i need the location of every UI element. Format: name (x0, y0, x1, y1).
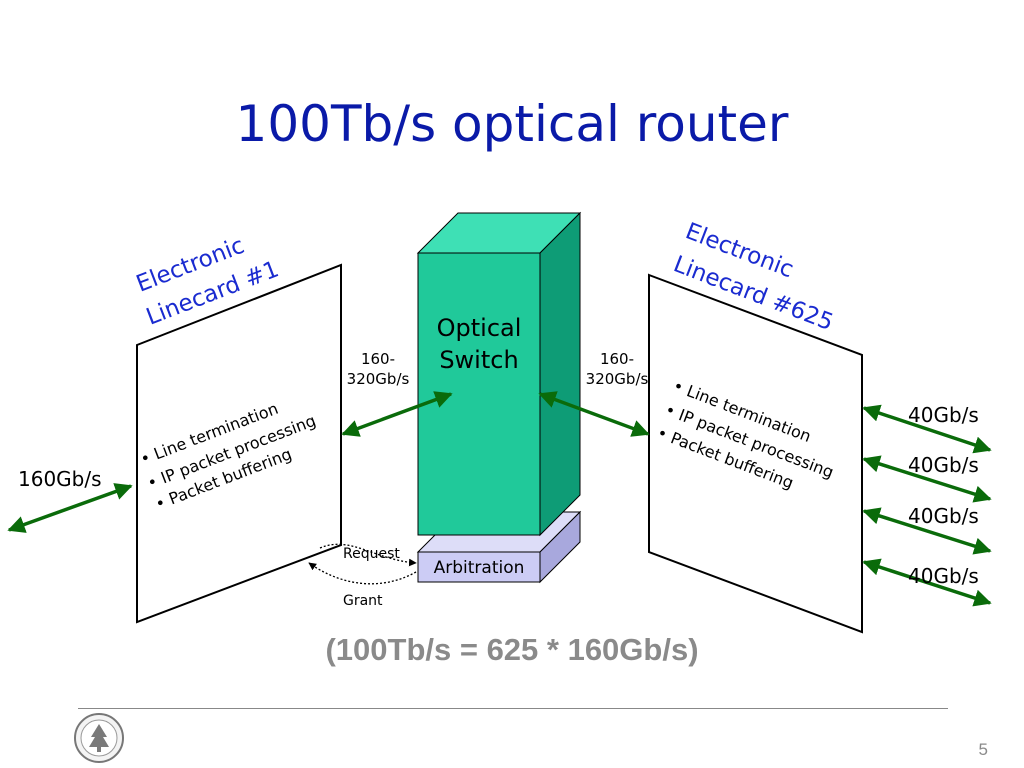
footer-divider (78, 708, 948, 709)
page-number: 5 (978, 740, 988, 759)
optical-switch (417, 252, 541, 536)
arrow-port-3 (862, 507, 992, 555)
arbitration-box (417, 551, 541, 583)
rate-right-line2: 320Gb/s (586, 370, 649, 388)
input-rate-label: 160Gb/s (18, 467, 102, 491)
rate-left-line1: 160- (361, 350, 395, 368)
grant-label: Grant (343, 593, 383, 609)
rate-left-line2: 320Gb/s (347, 370, 410, 388)
arrow-linecard1-switch (341, 391, 453, 437)
arrow-port-4 (862, 558, 992, 607)
bandwidth-equation: (100Tb/s = 625 * 160Gb/s) (325, 632, 699, 667)
optical-switch-label-line2: Switch (439, 346, 518, 374)
university-seal-icon (74, 713, 124, 763)
request-label: Request (343, 546, 400, 562)
rate-right-line1: 160- (600, 350, 634, 368)
arrow-port-1 (862, 404, 992, 454)
port-rate-2: 40Gb/s (908, 453, 979, 477)
optical-switch-label-line1: Optical (437, 314, 522, 342)
port-rate-4: 40Gb/s (908, 564, 979, 588)
arrow-switch-linecard625 (538, 391, 650, 437)
arbitration-label: Arbitration (434, 558, 525, 578)
port-rate-1: 40Gb/s (908, 403, 979, 427)
arrow-input-160 (7, 483, 133, 533)
optical-switch-side (539, 211, 581, 537)
slide-title: 100Tb/s optical router (235, 95, 789, 153)
linecard-625-panel (648, 273, 863, 634)
port-rate-3: 40Gb/s (908, 504, 979, 528)
grant-arrow (308, 562, 417, 585)
request-arrow (319, 543, 417, 567)
arrow-port-2 (862, 455, 992, 503)
